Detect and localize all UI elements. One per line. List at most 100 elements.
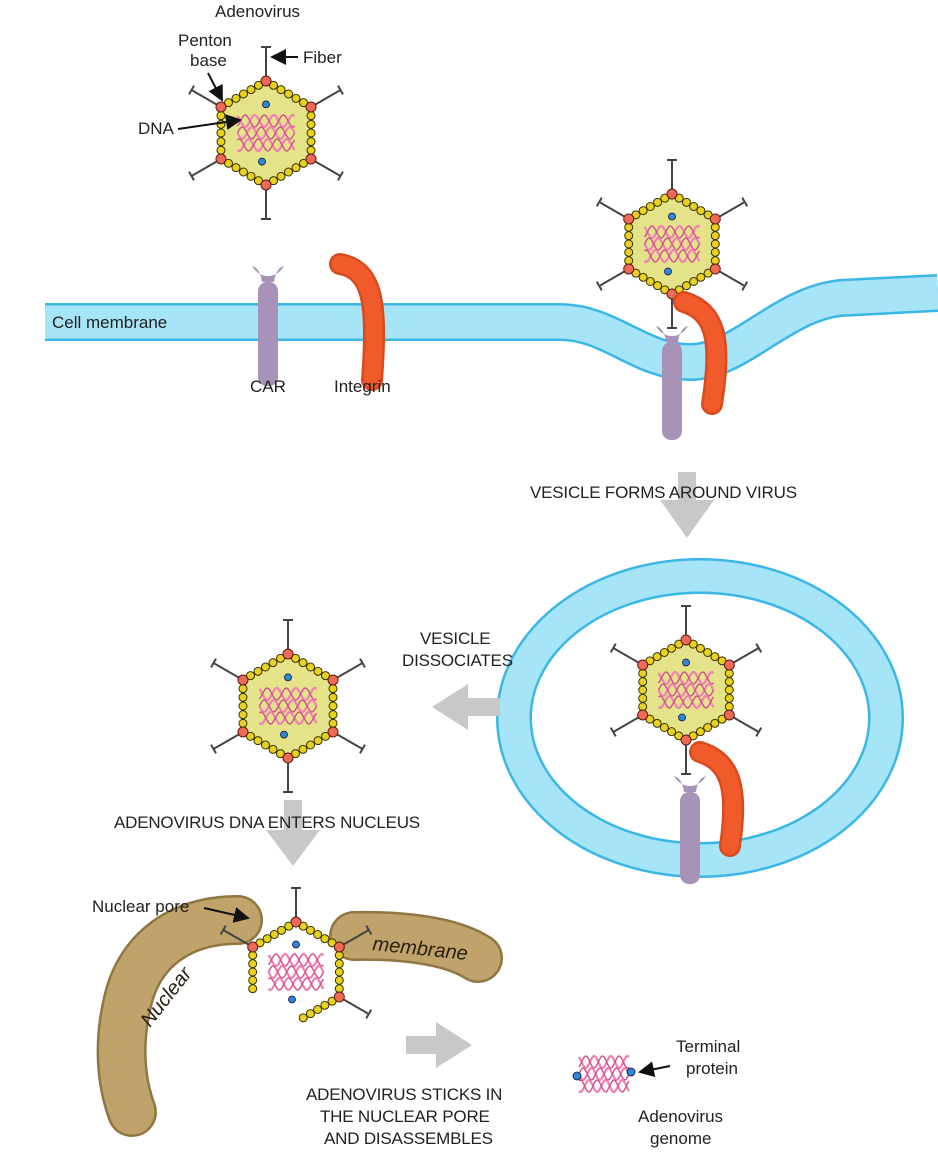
disassembling-adenovirus-particle (219, 887, 373, 1023)
penton-base (333, 941, 345, 953)
capsomer (638, 272, 648, 282)
capsomer (328, 701, 338, 711)
capsomer (659, 723, 669, 732)
penton-base (637, 709, 649, 721)
capsomer (328, 692, 338, 702)
capsomer (624, 231, 634, 241)
penton-base (623, 213, 635, 225)
penton-base (327, 726, 339, 738)
capsomer (269, 80, 279, 90)
capsomer (710, 256, 720, 266)
dna-strand (236, 113, 296, 129)
cell-membrane-label: Cell membrane (52, 313, 167, 332)
capsomer (248, 984, 258, 994)
vesicle-adenovirus-particle (609, 605, 763, 775)
capsomer (667, 643, 677, 653)
penton-base (709, 213, 721, 225)
dna-strand (578, 1067, 630, 1081)
capsomer (624, 256, 634, 266)
nuclear-pore-label: Nuclear pore (92, 897, 189, 916)
fiber-knob (755, 643, 763, 653)
capsomer (306, 137, 316, 147)
capsomer (638, 693, 648, 703)
adenovirus-genome-label-line1: Adenovirus (638, 1107, 723, 1126)
capsomer (313, 930, 323, 939)
capsomer (703, 648, 713, 657)
dna-strand (657, 671, 714, 685)
dna-strand (236, 114, 296, 128)
penton-base (333, 991, 345, 1003)
capsomer (248, 950, 258, 960)
capsomer (276, 85, 286, 95)
penton-base (305, 101, 317, 113)
penton-base (666, 188, 678, 200)
fiber (332, 731, 363, 750)
penton-base-pointer (207, 72, 223, 102)
fiber-knob (359, 658, 366, 668)
dna-strand (258, 710, 318, 726)
terminal-protein (284, 673, 292, 682)
penton-base (237, 674, 249, 686)
fiber-knob (337, 85, 344, 95)
dna-strand (643, 224, 701, 240)
terminal-protein (258, 157, 266, 166)
step-sticks-line3: AND DISASSEMBLES (324, 1129, 493, 1148)
fiber-knob (595, 281, 603, 291)
dna-strand (657, 683, 715, 697)
capsomer (238, 718, 248, 728)
capsomer (710, 222, 720, 232)
capsomer (695, 643, 705, 653)
terminal-protein-label-line1: Terminal (676, 1037, 740, 1056)
penton-base (723, 659, 735, 671)
fiber-knob (210, 744, 217, 754)
fiber (213, 731, 244, 750)
arrow-left-vesicle-dissociates (432, 684, 500, 730)
dna-strand (236, 137, 296, 153)
fiber (714, 201, 746, 220)
capsomer (645, 277, 655, 286)
capsomer (291, 163, 301, 173)
fiber (598, 268, 630, 287)
capsomer (724, 668, 734, 678)
capsomer (652, 718, 662, 728)
capsomer (710, 247, 720, 257)
terminal-protein-pointer (638, 1061, 671, 1078)
capsomer (624, 239, 634, 249)
capsomer (334, 967, 344, 977)
capsomer (238, 167, 248, 177)
fiber-knob (755, 727, 763, 737)
capsomer (696, 206, 706, 216)
penton-base (260, 179, 272, 191)
fiber-knob (219, 925, 227, 935)
dna-strand (267, 976, 325, 992)
capsomer (268, 658, 278, 668)
capsomer (284, 89, 294, 99)
dna-strand (268, 977, 325, 991)
fiber-knob (365, 1009, 373, 1019)
capsomer (659, 648, 669, 657)
terminal-protein (668, 212, 676, 221)
capsomer (328, 684, 338, 694)
penton-base (723, 709, 735, 721)
dna-strand (644, 249, 701, 263)
integrin-label: Integrin (334, 377, 391, 396)
terminal-protein (664, 267, 672, 276)
capsomer (328, 710, 338, 720)
capsomer (724, 677, 734, 687)
capsomer (231, 93, 241, 103)
capsomer (245, 671, 255, 681)
capsomer (689, 277, 699, 286)
penton-base (680, 734, 692, 746)
capsomer (652, 652, 662, 662)
penton-base-label-line1: Penton (178, 31, 232, 50)
fiber-knob (359, 744, 366, 754)
capsomer (313, 666, 323, 676)
capsomer (638, 668, 648, 678)
car-receptor (252, 266, 284, 386)
penton-base (290, 916, 302, 928)
capsomer (695, 727, 705, 737)
penton-base (637, 659, 649, 671)
capsomer (306, 128, 316, 138)
bound-car-receptor (656, 326, 688, 440)
capsomer (248, 959, 258, 969)
